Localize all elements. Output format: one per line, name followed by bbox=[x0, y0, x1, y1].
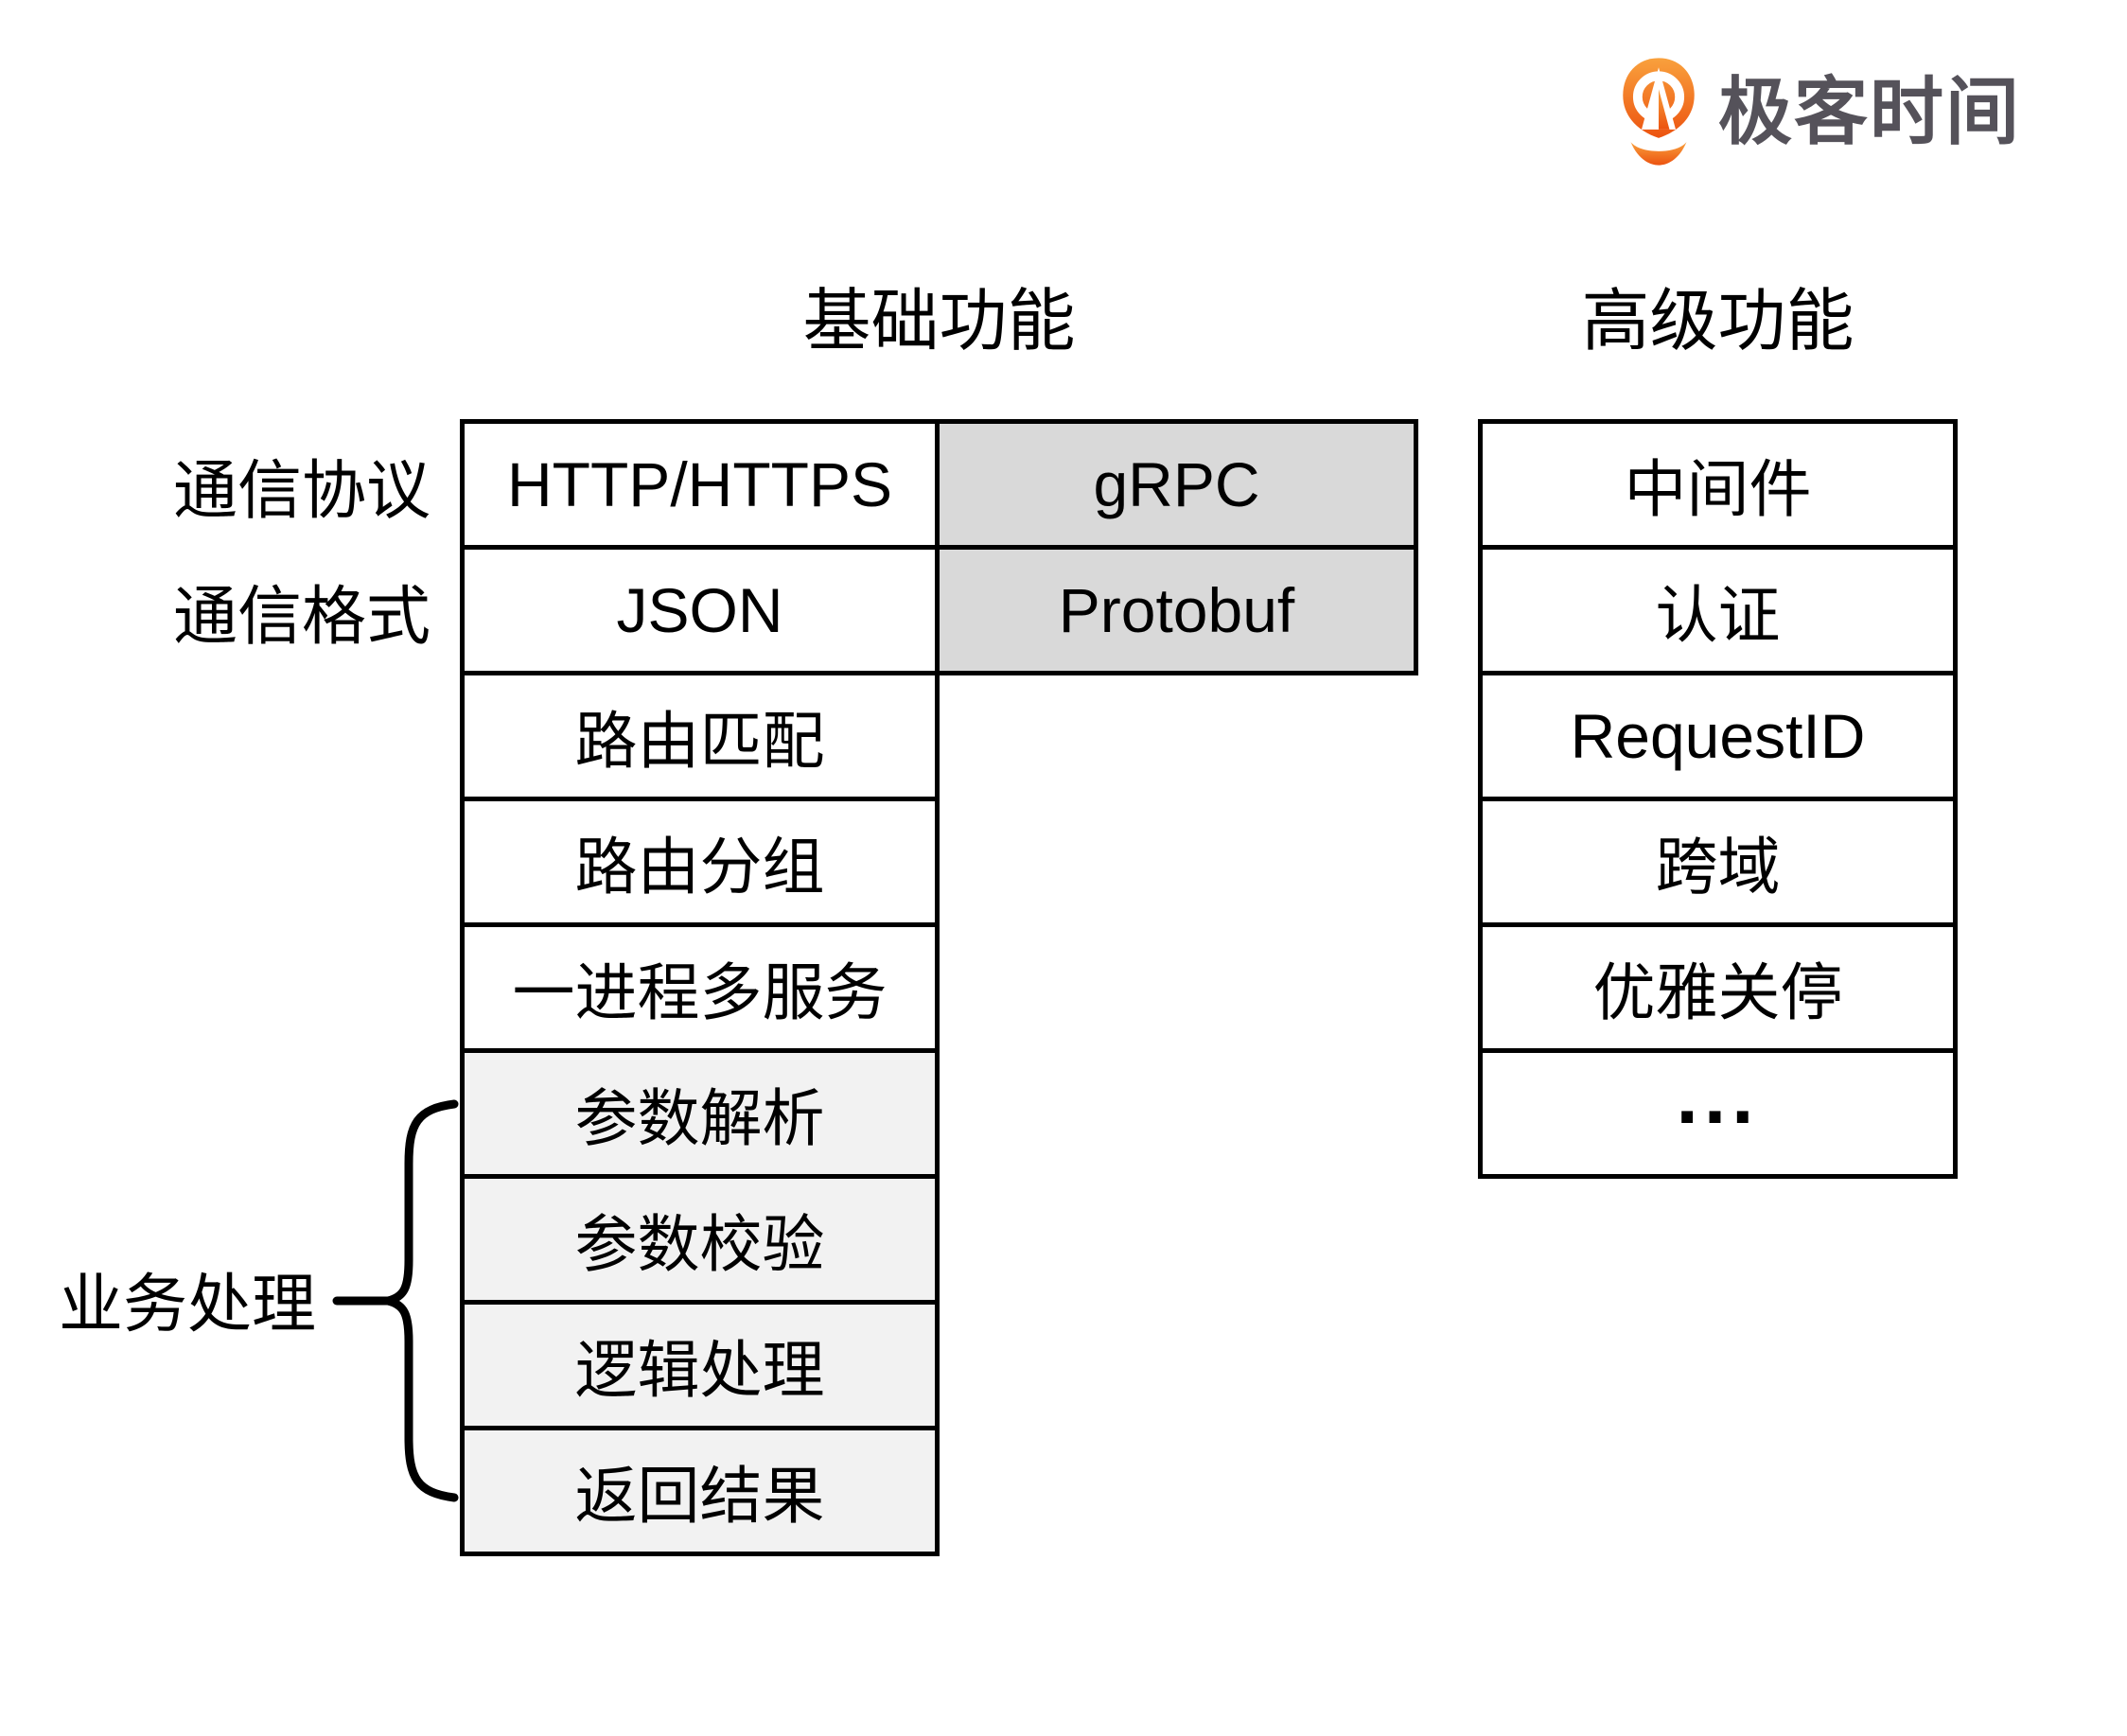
cell-param-validate: 参数校验 bbox=[460, 1174, 940, 1305]
cell-cors: 跨域 bbox=[1478, 797, 1958, 927]
basic-primary-column: HTTP/HTTPS JSON 路由匹配 路由分组 一进程多服务 参数解析 参数… bbox=[460, 419, 940, 1556]
row-label-business: 业务处理 bbox=[59, 1268, 317, 1341]
cell-graceful-shutdown: 优雅关停 bbox=[1478, 922, 1958, 1053]
cell-one-process-multi-service: 一进程多服务 bbox=[460, 922, 940, 1053]
cell-route-match: 路由匹配 bbox=[460, 671, 940, 801]
cell-middleware: 中间件 bbox=[1478, 419, 1958, 550]
brand-logo: 极客时间 bbox=[1620, 55, 2021, 168]
advanced-column: 中间件 认证 RequestID 跨域 优雅关停 ... bbox=[1478, 419, 1958, 1179]
row-label-format: 通信格式 bbox=[172, 580, 431, 653]
basic-alternate-column: gRPC Protobuf bbox=[935, 419, 1418, 675]
cell-return-result: 返回结果 bbox=[460, 1426, 940, 1556]
brand-name: 极客时间 bbox=[1718, 70, 2022, 153]
cell-route-group: 路由分组 bbox=[460, 797, 940, 927]
cell-request-id: RequestID bbox=[1478, 671, 1958, 801]
geektime-pin-icon bbox=[1623, 58, 1695, 166]
cell-auth: 认证 bbox=[1478, 545, 1958, 675]
cell-http-https: HTTP/HTTPS bbox=[460, 419, 940, 550]
cell-logic-process: 逻辑处理 bbox=[460, 1300, 940, 1430]
row-label-protocol: 通信协议 bbox=[172, 454, 431, 527]
cell-protobuf: Protobuf bbox=[935, 545, 1418, 675]
business-brace bbox=[332, 1099, 459, 1502]
cell-grpc: gRPC bbox=[935, 419, 1418, 550]
cell-ellipsis: ... bbox=[1478, 1048, 1958, 1179]
cell-param-parse: 参数解析 bbox=[460, 1048, 940, 1179]
cell-json: JSON bbox=[460, 545, 940, 675]
section-header-basic: 基础功能 bbox=[802, 284, 1076, 359]
section-header-advanced: 高级功能 bbox=[1581, 284, 1855, 359]
